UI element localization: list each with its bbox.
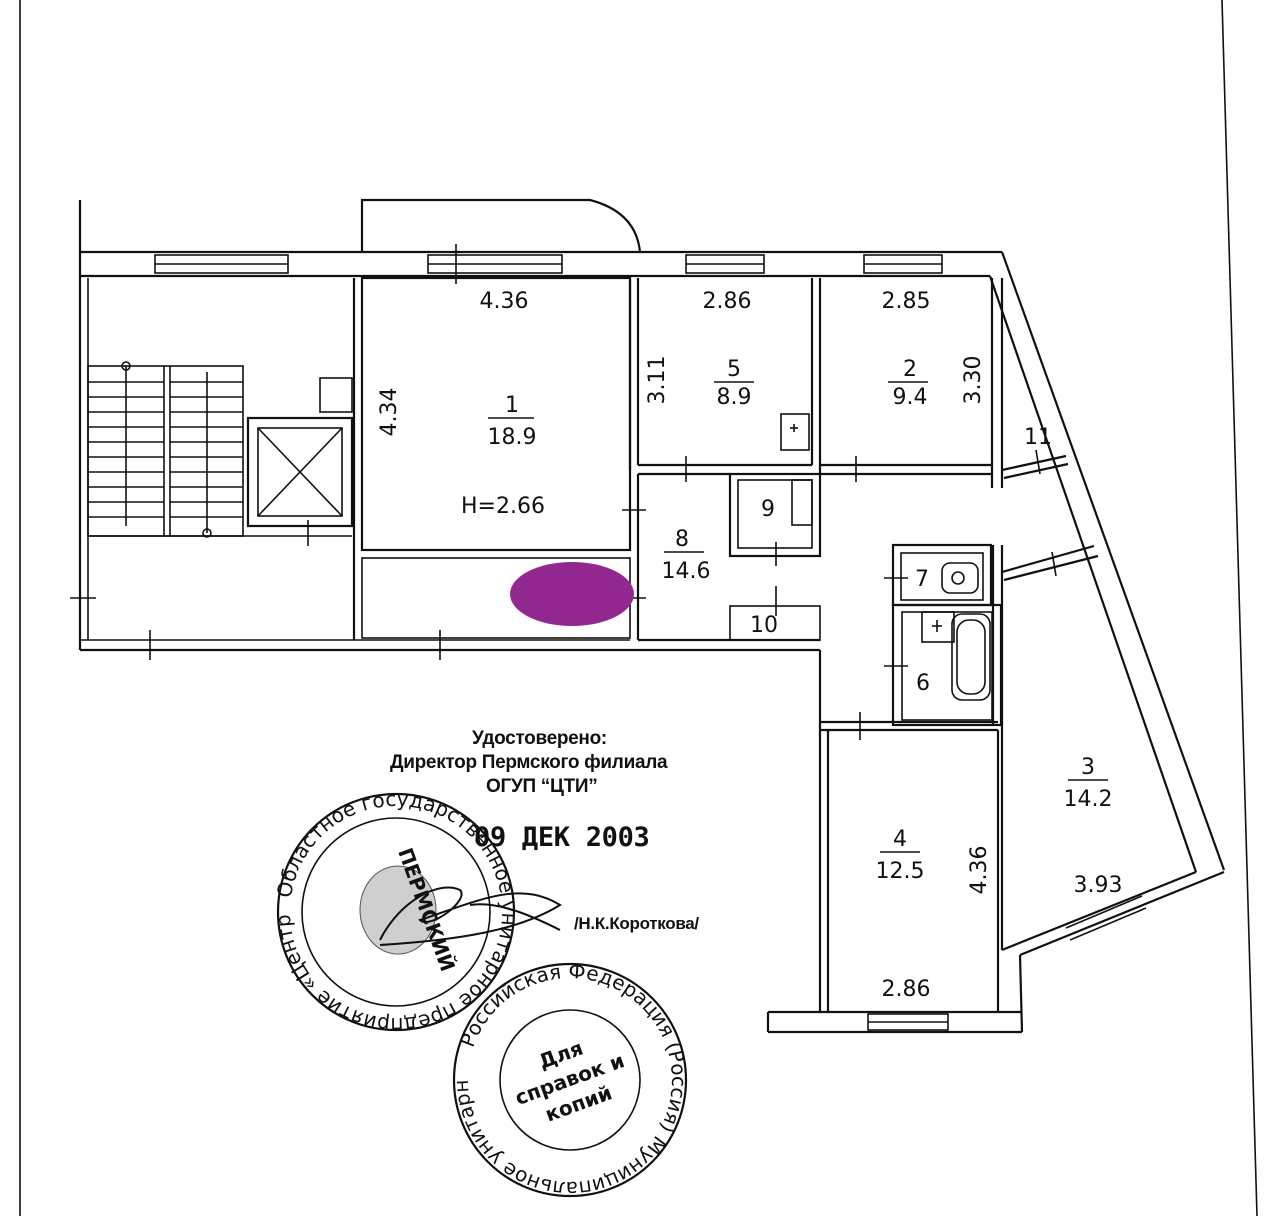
tick-marks xyxy=(70,244,1057,740)
frame-right xyxy=(1221,0,1258,1216)
signature xyxy=(379,886,562,946)
room10-number: 10 xyxy=(750,613,778,638)
cert-line1: Удостоверено: xyxy=(472,728,607,749)
redaction-mark xyxy=(510,562,634,626)
room5-number: 5 xyxy=(727,357,741,382)
room5-depth: 3.11 xyxy=(645,356,670,405)
room1-number: 1 xyxy=(505,393,519,418)
room1-width: 4.36 xyxy=(480,289,529,314)
room8-number: 8 xyxy=(675,527,689,552)
cert-line3: ОГУП “ЦТИ” xyxy=(486,776,598,797)
room4-width: 2.86 xyxy=(882,977,931,1002)
room6-number: 6 xyxy=(916,671,930,696)
stair-steps xyxy=(88,381,243,518)
room3-number: 3 xyxy=(1081,755,1095,780)
outer-walls xyxy=(78,198,1226,1034)
room1-depth: 4.34 xyxy=(377,388,402,437)
room2-width: 2.85 xyxy=(882,289,931,314)
room11-number: 11 xyxy=(1024,425,1052,450)
room7-number: 7 xyxy=(915,567,929,592)
room1-area: 18.9 xyxy=(488,425,537,450)
room4-number: 4 xyxy=(893,827,907,852)
room3-area: 14.2 xyxy=(1064,787,1113,812)
room8-area: 14.6 xyxy=(662,559,711,584)
room2-depth: 3.30 xyxy=(961,356,986,405)
room-labels: 4.36 4.34 1 18.9 H=2.66 2.86 3.11 5 8.9 … xyxy=(377,289,1122,1002)
room5-width: 2.86 xyxy=(703,289,752,314)
room2-area: 9.4 xyxy=(893,385,928,410)
room4-area: 12.5 xyxy=(876,859,925,884)
room2-number: 2 xyxy=(903,357,917,382)
room1-height: H=2.66 xyxy=(461,494,545,519)
stamp1-ring-text: Областное государственное унитарное пред… xyxy=(0,0,521,1037)
stairwell xyxy=(87,278,356,640)
cert-line2: Директор Пермского филиала xyxy=(390,752,668,773)
room5-area: 8.9 xyxy=(717,385,752,410)
cert-date: 09 ДЕК 2003 xyxy=(474,822,650,853)
interior-walls xyxy=(360,276,1099,1012)
top-windows xyxy=(154,254,1147,1031)
room4-depth: 4.36 xyxy=(967,846,992,895)
room9-number: 9 xyxy=(761,497,775,522)
room3-depth: 3.93 xyxy=(1074,873,1123,898)
stamp-cti: Областное государственное унитарное пред… xyxy=(0,0,521,1037)
cert-signatory: /Н.К.Короткова/ xyxy=(574,914,699,933)
